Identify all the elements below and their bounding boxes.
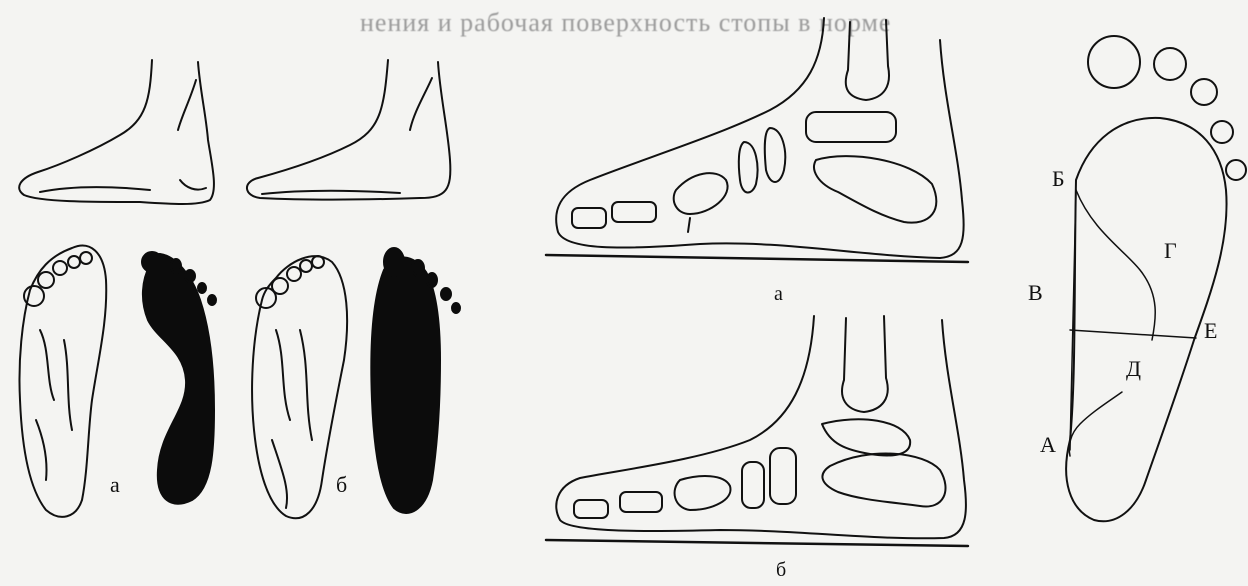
label-left-a: а <box>110 474 120 496</box>
label-point-g: Г <box>1164 240 1177 262</box>
foot-sole-normal <box>19 246 106 517</box>
label-point-a: А <box>1040 434 1056 456</box>
foot-skeleton-flat <box>546 316 968 546</box>
foot-side-view-flat <box>247 60 450 200</box>
foot-skeleton-normal-arch <box>546 18 968 262</box>
foot-side-view-normal <box>19 60 214 204</box>
label-left-b: б <box>336 474 347 496</box>
foot-sole-flat <box>252 256 347 518</box>
label-mid-a: а <box>774 284 783 304</box>
footprint-flat <box>371 248 460 513</box>
plantogram <box>1066 36 1246 521</box>
label-point-b: Б <box>1052 168 1065 190</box>
footprint-normal <box>142 252 216 504</box>
label-point-d: Д <box>1126 358 1141 380</box>
label-mid-b: б <box>776 560 786 580</box>
label-point-e: Е <box>1204 320 1217 342</box>
label-point-v: В <box>1028 282 1043 304</box>
